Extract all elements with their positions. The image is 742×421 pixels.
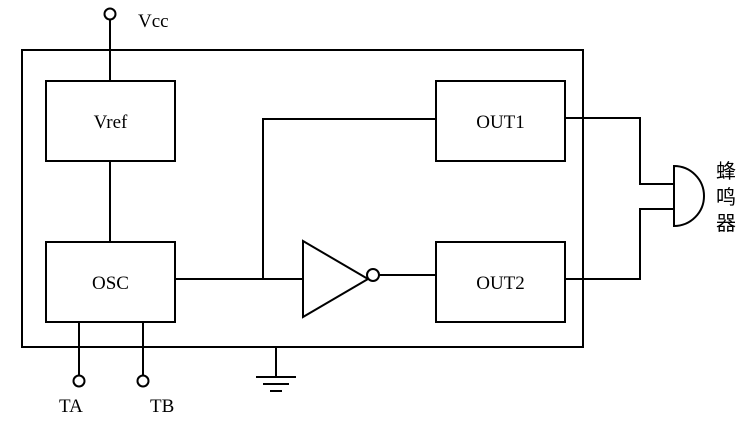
- chip-boundary: [21, 49, 584, 348]
- out2-block: [435, 241, 566, 323]
- inverter-icon: [302, 239, 380, 319]
- buzzer-label-char-3: 器: [716, 211, 736, 235]
- out1-buzzer-wire: [565, 117, 674, 185]
- out1-block: [435, 80, 566, 162]
- vref-label: Vref: [94, 112, 128, 133]
- out2-buzzer-wire: [565, 208, 674, 280]
- osc-block: [45, 241, 176, 323]
- buzzer-label-char-2: 鸣: [716, 185, 736, 209]
- ta-terminal: [72, 374, 86, 388]
- vcc-label: Vcc: [138, 11, 169, 32]
- buzzer-label-char-1: 蜂: [716, 159, 736, 183]
- out1-label: OUT1: [476, 112, 525, 133]
- ta-label: TA: [59, 396, 83, 417]
- vcc-terminal: [103, 7, 117, 21]
- tb-terminal: [136, 374, 150, 388]
- buzzer-icon: [673, 164, 705, 228]
- out1-input-wire: [262, 118, 436, 279]
- osc-label: OSC: [92, 273, 129, 294]
- vref-block: [45, 80, 176, 162]
- tb-label: TB: [150, 396, 174, 417]
- ground-icon: [256, 347, 296, 392]
- out2-label: OUT2: [476, 273, 525, 294]
